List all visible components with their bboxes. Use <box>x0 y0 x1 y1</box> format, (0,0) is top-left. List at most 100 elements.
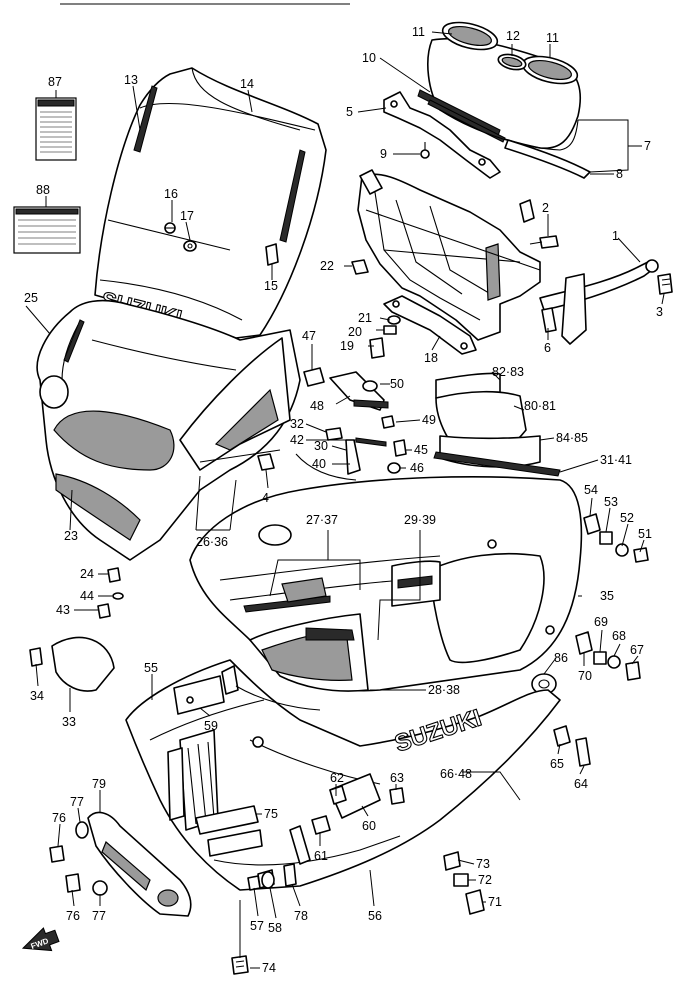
nut-61 <box>311 815 331 835</box>
callout-25: 25 <box>24 291 38 305</box>
bolt-34 <box>29 647 43 667</box>
callout-74: 74 <box>262 961 276 975</box>
lower-vent <box>249 613 369 692</box>
callout-86: 86 <box>554 651 568 665</box>
bolt-43 <box>97 603 111 619</box>
callout-60: 60 <box>362 819 376 833</box>
nut-57 <box>247 875 261 891</box>
callout-9: 9 <box>380 147 387 161</box>
nut-22 <box>351 259 369 275</box>
clip-62 <box>329 785 347 805</box>
callout-23: 23 <box>64 529 78 543</box>
inner-panel-23 <box>55 473 141 541</box>
callout-10: 10 <box>362 51 376 65</box>
callout-14: 14 <box>240 77 254 91</box>
callout-68: 68 <box>612 629 626 643</box>
callout-55: 55 <box>144 661 158 675</box>
duct-40 <box>295 453 357 481</box>
stay-1 <box>539 259 659 345</box>
callout-6: 6 <box>544 341 551 355</box>
bar-42 <box>355 437 387 447</box>
callout-11: 11 <box>412 25 425 39</box>
callout-1: 1 <box>612 229 619 243</box>
callout-51: 51 <box>638 527 652 541</box>
callout-11b: 11 <box>546 31 559 45</box>
callout-45: 45 <box>414 443 428 457</box>
bolt-2 <box>529 235 559 249</box>
callout-77b: 77 <box>92 909 106 923</box>
callout-32: 32 <box>290 417 304 431</box>
callout-80-81: 80·81 <box>524 399 556 413</box>
bolt-24 <box>107 567 121 583</box>
callout-76b: 76 <box>66 909 80 923</box>
duct-30 <box>345 439 361 475</box>
callout-3: 3 <box>656 305 663 319</box>
bracket-59 <box>173 675 225 715</box>
callout-13: 13 <box>124 73 138 87</box>
bolt-45 <box>393 439 407 457</box>
callout-29-39: 29·39 <box>404 513 436 527</box>
callout-8: 8 <box>616 167 623 181</box>
callout-33: 33 <box>62 715 76 729</box>
clip-4 <box>257 453 275 471</box>
callout-62: 62 <box>330 771 344 785</box>
bolt-63 <box>389 787 405 805</box>
nut-65 <box>553 725 571 747</box>
bolt-51 <box>633 547 649 563</box>
callout-42: 42 <box>290 433 304 447</box>
callout-19: 19 <box>340 339 354 353</box>
callout-53: 53 <box>604 495 618 509</box>
callout-43: 43 <box>56 603 70 617</box>
mud-guard-79 <box>87 811 192 917</box>
callout-15: 15 <box>264 279 278 293</box>
callout-67: 67 <box>630 643 644 657</box>
callout-21: 21 <box>358 311 372 325</box>
callout-70: 70 <box>578 669 592 683</box>
callout-49: 49 <box>422 413 436 427</box>
callout-labels: 87 88 13 14 11 12 11 10 5 9 7 8 2 1 3 16… <box>24 25 663 975</box>
callout-7: 7 <box>644 139 651 153</box>
callout-61: 61 <box>314 849 328 863</box>
nut-70 <box>575 631 593 655</box>
leader-lines <box>25 31 665 969</box>
callout-66-48: 66·48 <box>440 767 472 781</box>
collar-72 <box>453 873 469 887</box>
windscreen: SUZUKI <box>94 67 327 339</box>
fwd-arrow-icon: FWD <box>21 927 60 952</box>
callout-88: 88 <box>36 183 50 197</box>
washer-58 <box>261 871 275 889</box>
collar-20 <box>383 325 397 335</box>
nut-46 <box>387 462 401 474</box>
bolt-74 <box>231 955 249 975</box>
callout-12: 12 <box>506 29 520 43</box>
cowling-brace <box>357 169 541 341</box>
side-cowling <box>189 476 583 692</box>
callout-72: 72 <box>478 873 492 887</box>
callout-52: 52 <box>620 511 634 525</box>
callout-57: 57 <box>250 919 264 933</box>
callout-84-85: 84·85 <box>556 431 588 445</box>
bolt-71 <box>465 889 485 915</box>
bolt-19 <box>369 337 385 359</box>
nut-32 <box>325 427 343 441</box>
callout-82-83: 82·83 <box>492 365 524 379</box>
bracket-18 <box>383 295 477 355</box>
screw-49 <box>381 415 395 429</box>
callout-78: 78 <box>294 909 308 923</box>
callout-48: 48 <box>310 399 324 413</box>
callout-65: 65 <box>550 757 564 771</box>
grommet-77b <box>92 880 108 896</box>
callout-76a: 76 <box>52 811 66 825</box>
collar-53 <box>599 531 613 545</box>
screw-78 <box>283 863 297 887</box>
callout-30: 30 <box>314 439 328 453</box>
callout-56: 56 <box>368 909 382 923</box>
callout-28-38: 28·38 <box>428 683 460 697</box>
caution-label-88 <box>13 206 81 254</box>
callout-64: 64 <box>574 777 588 791</box>
callout-2: 2 <box>542 201 549 215</box>
cap-33 <box>51 636 115 692</box>
callout-77a: 77 <box>70 795 84 809</box>
callout-16: 16 <box>164 187 178 201</box>
